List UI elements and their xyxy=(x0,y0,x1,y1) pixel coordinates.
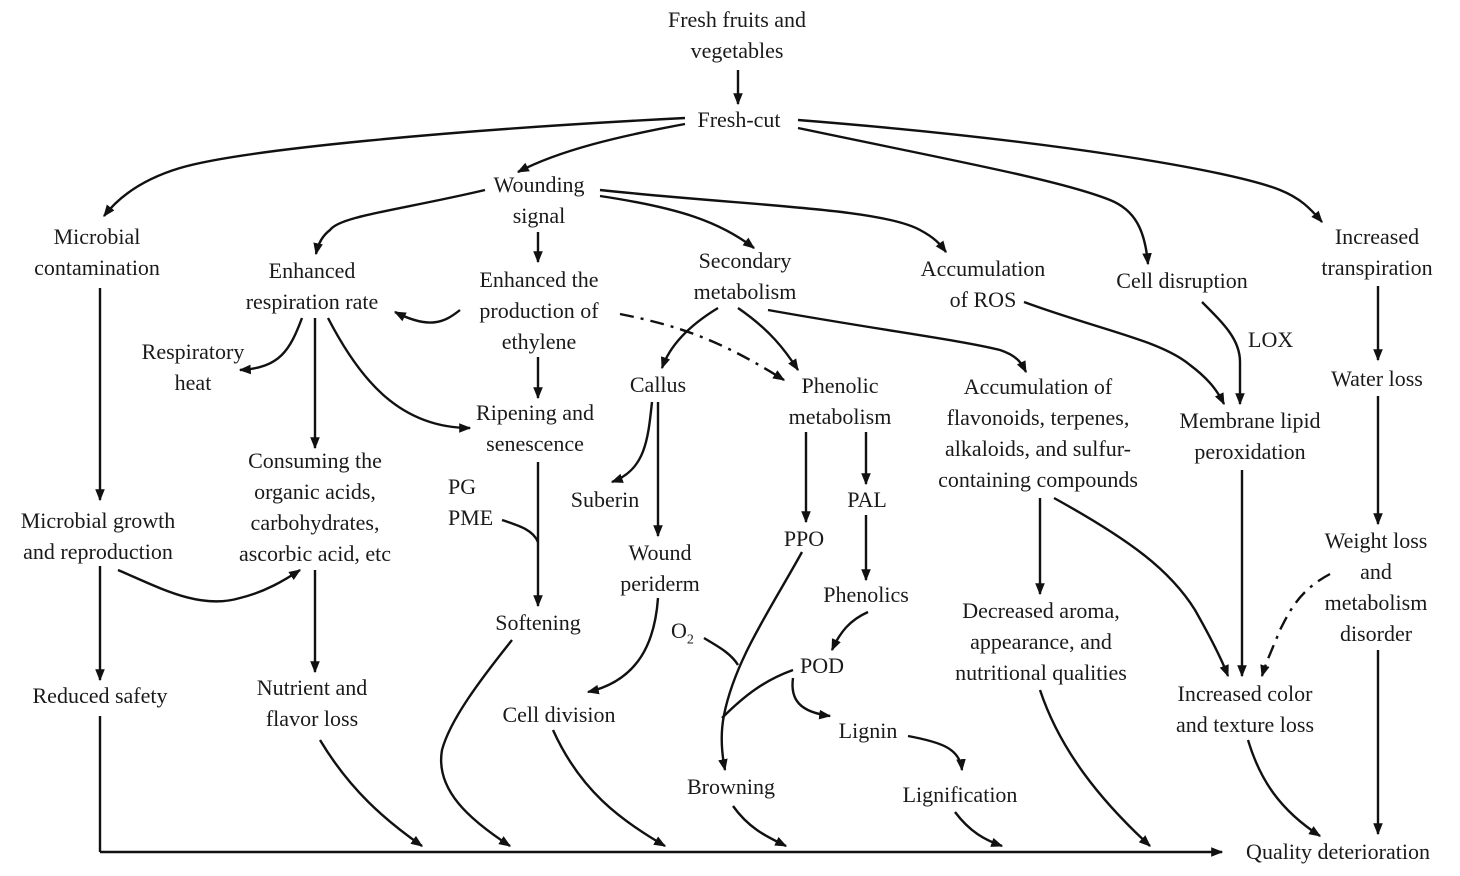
edge-pod-to-browning xyxy=(721,668,794,719)
edge-pme-to-softening xyxy=(501,518,540,543)
edge-periderm-to-cell-division xyxy=(586,597,660,695)
edge-growth-to-consuming xyxy=(117,568,301,603)
label-pg: PG xyxy=(448,474,477,499)
edge-callus-to-suberin xyxy=(610,401,654,484)
label-o2: O2 xyxy=(671,618,694,648)
edge-decreased-aroma-to-quality xyxy=(1038,689,1151,847)
edge-wounding-to-secondary xyxy=(599,194,755,249)
edge-browning-to-quality xyxy=(732,805,788,848)
label-lox: LOX xyxy=(1248,327,1294,352)
edge-wounding-to-ros xyxy=(599,188,947,253)
label-o2-main: O xyxy=(671,618,687,643)
edge-fresh-cut-to-cell-disruption xyxy=(797,126,1152,266)
edge-lignification-to-quality xyxy=(954,811,1004,848)
node-quality-deterioration: Quality deterioration xyxy=(1246,839,1430,864)
edge-ethylene-to-phenolic xyxy=(619,312,786,382)
edge-ppo-to-browning xyxy=(718,551,804,772)
edge-fresh-cut-to-transpiration xyxy=(797,118,1323,223)
edge-cell-division-to-quality xyxy=(551,729,667,848)
edge-accumulation-to-color-loss xyxy=(1053,496,1230,678)
edge-phenolics-to-pod xyxy=(830,610,869,652)
edge-respiration-to-heat xyxy=(238,317,304,375)
node-lignification: Lignification xyxy=(902,782,1018,807)
edge-respiration-to-ripening xyxy=(326,317,472,433)
label-o2-subscript: 2 xyxy=(686,632,694,648)
edge-cell-disruption-to-membrane xyxy=(1201,301,1245,406)
node-cell-division: Cell division xyxy=(502,702,616,727)
node-water-loss: Water loss xyxy=(1331,366,1423,391)
edge-secondary-to-accumulation xyxy=(767,308,1028,374)
edge-fresh-cut-to-microbial-contamination xyxy=(103,116,686,217)
edge-color-loss-to-quality xyxy=(1246,739,1322,838)
edge-nutrient-to-quality xyxy=(318,739,423,847)
node-lignin: Lignin xyxy=(838,718,898,743)
label-pme: PME xyxy=(448,505,494,530)
node-reduced-safety: Reduced safety xyxy=(32,683,168,708)
edge-weight-loss-to-color-loss xyxy=(1260,572,1331,678)
edge-softening-to-quality xyxy=(439,639,513,848)
node-suberin: Suberin xyxy=(570,487,640,512)
node-softening: Softening xyxy=(495,610,581,635)
node-fresh-cut: Fresh-cut xyxy=(697,107,781,132)
edge-secondary-to-callus xyxy=(660,306,719,370)
edge-pod-to-lignin xyxy=(791,677,832,720)
edge-o2-to-browning xyxy=(703,636,740,666)
node-pod: POD xyxy=(799,653,845,678)
edge-ros-to-membrane xyxy=(1023,300,1226,406)
node-ppo: PPO xyxy=(783,526,825,551)
edge-fresh-cut-to-wounding-signal xyxy=(516,122,686,174)
node-phenolics: Phenolics xyxy=(823,582,909,607)
edge-ethylene-to-respiration xyxy=(393,309,461,324)
node-browning: Browning xyxy=(687,774,775,799)
edge-wounding-to-respiration xyxy=(313,188,486,256)
node-callus: Callus xyxy=(629,372,687,397)
edge-secondary-to-phenolic xyxy=(737,307,800,372)
node-pal: PAL xyxy=(847,487,887,512)
edge-lignin-to-lignification xyxy=(907,734,966,772)
node-cell-disruption: Cell disruption xyxy=(1116,268,1248,293)
